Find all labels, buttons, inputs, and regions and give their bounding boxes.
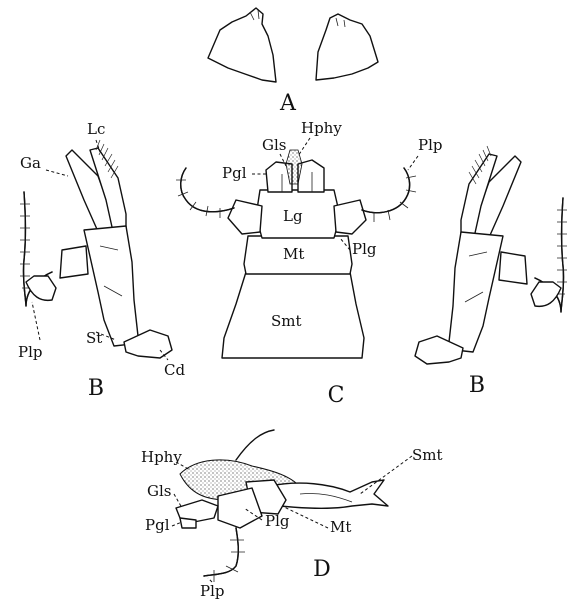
label-lg: Lg (283, 207, 303, 225)
label-st: St (86, 329, 102, 347)
panel-label-b-right: B (469, 373, 485, 398)
label-plp-c: Plp (418, 136, 443, 154)
right-mandible (316, 14, 378, 80)
label-plg-d: Plg (265, 512, 290, 530)
label-gls-c: Gls (262, 136, 286, 154)
label-plp-left: Plp (18, 343, 43, 361)
left-mandible (208, 8, 276, 82)
label-lc-left: Lc (87, 120, 105, 138)
label-plg-c: Plg (352, 240, 377, 258)
panel-b-left-maxilla (20, 140, 172, 358)
panel-label-c: C (328, 383, 345, 408)
label-smt-c: Smt (271, 312, 302, 330)
label-hphy-c: Hphy (301, 119, 342, 137)
panel-label-d: D (313, 557, 331, 582)
label-hphy-d: Hphy (141, 448, 182, 466)
label-gls-d: Gls (147, 482, 171, 500)
panel-a-mandibles (208, 8, 378, 82)
label-cd: Cd (164, 361, 185, 379)
label-mt-c: Mt (283, 245, 304, 263)
label-mt-d: Mt (330, 518, 351, 536)
panel-b-right-maxilla (415, 146, 567, 364)
label-ga: Ga (20, 154, 41, 172)
label-plp-d: Plp (200, 582, 225, 600)
label-pgl-c: Pgl (222, 164, 247, 182)
panel-label-b-left: B (88, 376, 104, 401)
label-pgl-d: Pgl (145, 516, 170, 534)
label-smt-d: Smt (412, 446, 443, 464)
panel-label-a: A (279, 91, 297, 116)
